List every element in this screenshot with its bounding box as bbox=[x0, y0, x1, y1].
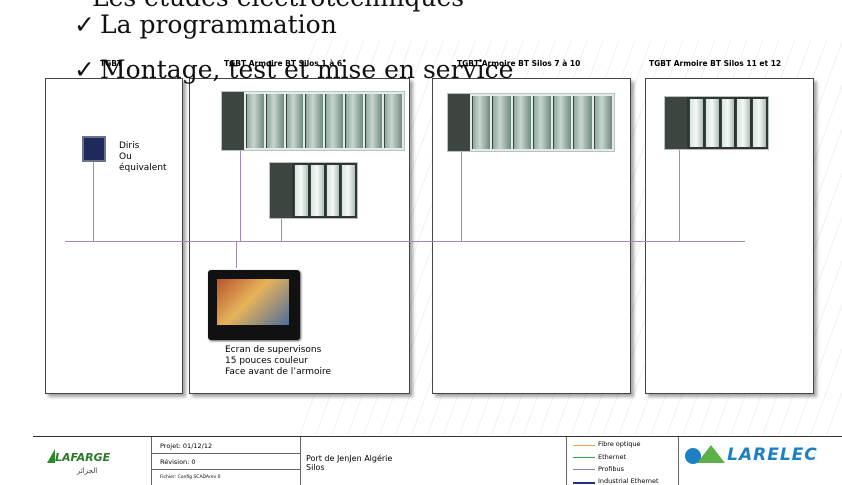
file-label: Fichier: Config SCADArev 0 bbox=[160, 475, 221, 480]
network-drop bbox=[679, 147, 680, 242]
cabinet-title: TGBT Armoire BT Silos 11 et 12 bbox=[649, 59, 782, 68]
project-label: Projet: 01/12/12 bbox=[160, 442, 213, 450]
network-drop bbox=[236, 242, 237, 268]
cabinet-title: TGBT Armoire BT Silos 1 à 6 bbox=[224, 59, 343, 68]
bullet-mounting: ✓Montage, test et mise en service bbox=[74, 55, 514, 84]
cabinet-title: TGBT bbox=[100, 59, 123, 68]
check-icon: ✓ bbox=[74, 10, 95, 39]
title-block: LAFARGE الجزائر Projet: 01/12/12 Révisio… bbox=[33, 436, 842, 485]
hmi-screen-icon bbox=[208, 270, 300, 340]
network-drop bbox=[240, 92, 241, 242]
cabinet-tgbt bbox=[45, 78, 183, 394]
legend-profibus: Profibus bbox=[598, 465, 625, 473]
network-drop bbox=[93, 158, 94, 241]
plc-rack bbox=[447, 93, 615, 152]
lafarge-sub: الجزائر bbox=[77, 467, 98, 475]
network-drop bbox=[281, 216, 282, 242]
cabinet-title: TGBT Armoire BT Silos 7 à 10 bbox=[457, 59, 581, 68]
legend-fibre: Fibre optique bbox=[598, 440, 641, 448]
plc-rack bbox=[269, 162, 358, 219]
bullet-partial: Les études électrotechniques bbox=[92, 0, 464, 10]
network-drop bbox=[461, 150, 462, 242]
check-icon: ✓ bbox=[74, 55, 95, 84]
revision-label: Révision: 0 bbox=[160, 458, 196, 466]
plc-rack bbox=[221, 91, 405, 151]
plc-rack bbox=[664, 96, 769, 150]
network-bus bbox=[65, 241, 745, 242]
legend-ethernet: Ethernet bbox=[598, 453, 626, 461]
larelec-logo: LARELEC bbox=[685, 445, 818, 465]
lafarge-logo: LAFARGE bbox=[47, 449, 110, 464]
legend-industrial-ethernet: Industrial Ethernet bbox=[598, 477, 659, 485]
bullet-programming: ✓La programmation bbox=[74, 10, 337, 39]
power-meter-icon bbox=[82, 136, 106, 162]
